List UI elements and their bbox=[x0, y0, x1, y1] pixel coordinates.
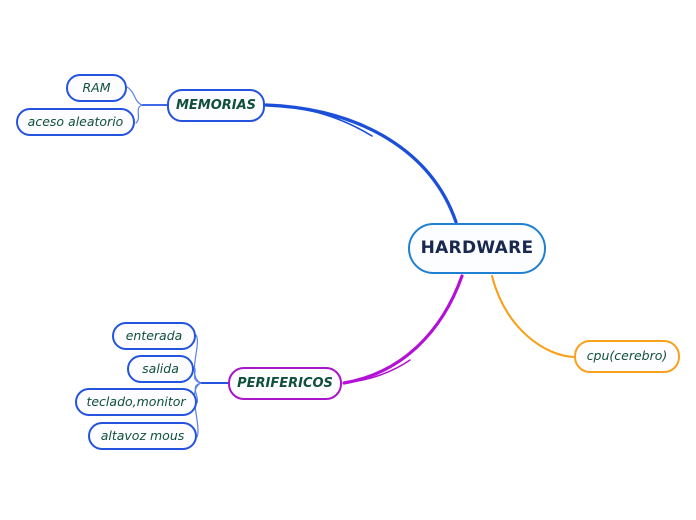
node-perifericos-label: PERIFERICOS bbox=[237, 376, 333, 391]
node-teclado-monitor[interactable]: teclado,monitor bbox=[75, 388, 197, 416]
node-hardware-label: HARDWARE bbox=[420, 238, 534, 258]
node-cpu[interactable]: cpu(cerebro) bbox=[574, 340, 680, 373]
edge-root-memorias-thin bbox=[265, 104, 373, 137]
node-altavoz-mous-label: altavoz mous bbox=[100, 427, 185, 443]
node-memorias-label: MEMORIAS bbox=[175, 98, 257, 113]
node-ram[interactable]: RAM bbox=[66, 74, 127, 102]
edge-perifericos-salida bbox=[193, 366, 202, 384]
edge-perifericos-enterada bbox=[193, 334, 202, 384]
edge-root-perifericos bbox=[342, 274, 464, 385]
node-ram-label: RAM bbox=[82, 79, 111, 95]
edge-root-memorias bbox=[264, 103, 458, 224]
edge-group-perifericos-children bbox=[193, 334, 229, 438]
edge-root-perifericos-thin bbox=[343, 359, 411, 384]
edge-root-memorias-path bbox=[264, 103, 458, 224]
edge-memorias-aceso bbox=[135, 104, 143, 124]
edge-root-cpu bbox=[490, 274, 576, 359]
node-teclado-monitor-label: teclado,monitor bbox=[86, 393, 186, 409]
node-cpu-label: cpu(cerebro) bbox=[586, 348, 668, 364]
edge-memorias-ram bbox=[126, 86, 143, 106]
edge-root-perifericos-core bbox=[342, 274, 464, 385]
node-altavoz-mous[interactable]: altavoz mous bbox=[88, 422, 197, 450]
node-aceso-aleatorio-label: aceso aleatorio bbox=[27, 113, 124, 129]
node-enterada-label: enterada bbox=[125, 327, 183, 343]
node-salida[interactable]: salida bbox=[127, 355, 194, 383]
edge-root-memorias-core bbox=[264, 103, 458, 224]
node-memorias[interactable]: MEMORIAS bbox=[167, 89, 265, 122]
node-enterada[interactable]: enterada bbox=[112, 322, 196, 350]
edge-root-cpu-core bbox=[490, 274, 576, 359]
node-hardware[interactable]: HARDWARE bbox=[408, 223, 546, 274]
node-salida-label: salida bbox=[142, 360, 179, 376]
node-aceso-aleatorio[interactable]: aceso aleatorio bbox=[16, 108, 135, 136]
node-perifericos[interactable]: PERIFERICOS bbox=[228, 367, 342, 400]
